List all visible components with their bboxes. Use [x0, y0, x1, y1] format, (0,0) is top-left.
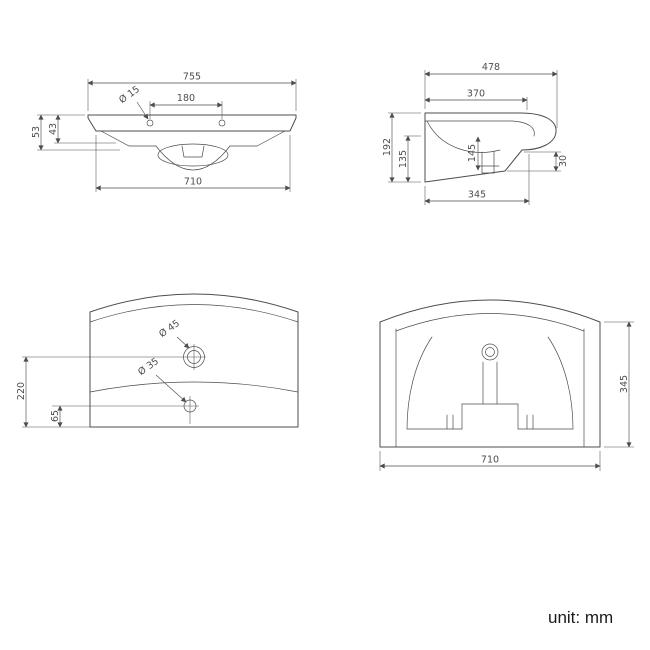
side-view-overall-height-label: 192: [382, 138, 393, 156]
bowl-outer-arc: [155, 145, 231, 171]
top-view-rim-height-outer-label: 53: [31, 126, 42, 138]
side-view-front-lip-label: 30: [558, 155, 569, 167]
overflow-slot: [181, 145, 205, 158]
bowl-inner-ellipse: [157, 143, 229, 167]
front-view: Ø 45 Ø 35 220 65: [16, 293, 299, 428]
top-view-hole-diameter-label: Ø 15: [117, 84, 142, 106]
bullnose-inner-curve: [511, 120, 535, 137]
rear-elevation-outline: [379, 299, 601, 448]
unit-label: unit: mm: [548, 608, 613, 627]
cavity-right-curve: [547, 336, 574, 430]
front-rim-inner-arc: [89, 304, 299, 323]
apron-curve: [89, 381, 299, 393]
fixing-slot-right: [526, 414, 534, 430]
faucet-pilot-hole-left: [146, 119, 154, 127]
basin-rim-outline: [87, 114, 297, 132]
front-view-faucet-diameter-label: Ø 45: [157, 318, 182, 340]
top-view-overall-width-label: 755: [183, 72, 201, 83]
side-profile-outline: [424, 112, 557, 183]
side-view: 478 370 192 135 145 345 30: [382, 62, 569, 205]
top-view-hole-spacing-label: 180: [177, 93, 195, 104]
drain-hole-inner-circle: [485, 347, 495, 357]
side-view-overall-depth-label: 478: [482, 62, 500, 73]
leader-line-hole-diameter: [136, 101, 149, 120]
side-view-bottom-depth-label: 345: [468, 190, 486, 201]
rear-view-height-label: 345: [619, 375, 630, 393]
side-view-drain-height-label: 145: [467, 144, 478, 162]
leader-line-overflow-diameter: [155, 374, 187, 403]
faucet-pilot-hole-right: [218, 119, 226, 127]
drain-hole-outer-circle: [481, 343, 499, 361]
front-elevation-outline: [89, 293, 299, 428]
front-view-overflow-height-label: 65: [50, 410, 61, 422]
top-view-bottom-width-label: 710: [184, 177, 202, 188]
side-view-bowl-height-label: 135: [398, 150, 409, 168]
front-view-overflow-diameter-label: Ø 35: [136, 356, 161, 378]
side-view-top-depth-label: 370: [467, 89, 485, 100]
rear-inner-arc: [395, 313, 585, 332]
rim-taper-right-line: [256, 130, 286, 147]
bowl-section-curve: [426, 120, 501, 153]
fixing-slot-left: [446, 414, 454, 430]
rim-taper-left-line: [100, 130, 130, 147]
rear-view-width-label: 710: [481, 455, 499, 466]
front-view-faucet-height-label: 220: [16, 382, 27, 400]
cavity-left-curve: [406, 336, 433, 430]
leader-line-faucet-diameter: [176, 336, 190, 349]
top-view-rim-height-inner-label: 43: [48, 123, 59, 135]
top-view: 755 180 Ø 15 53 43 710: [31, 72, 297, 192]
rear-view: 345 710: [379, 299, 634, 471]
